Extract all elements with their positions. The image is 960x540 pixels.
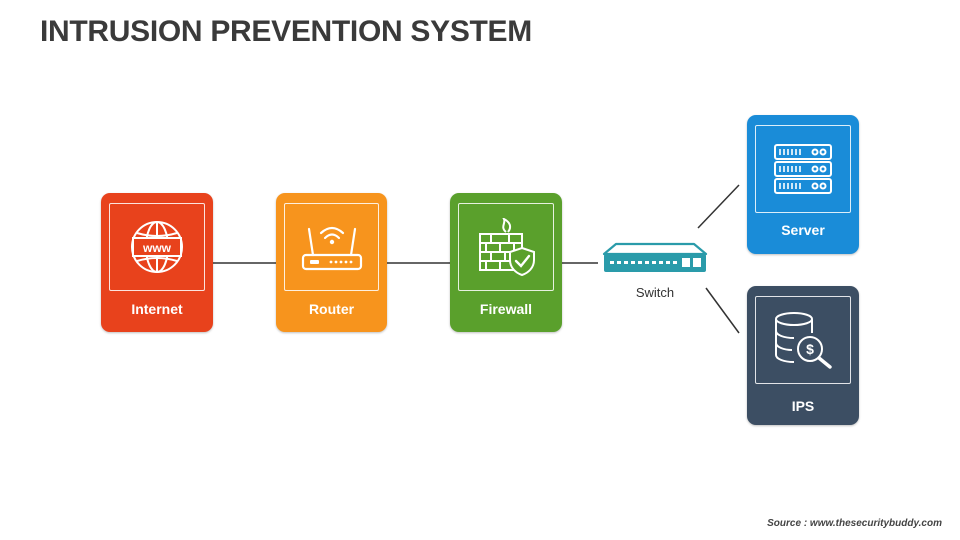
router-label: Router xyxy=(308,301,355,317)
ips-label: IPS xyxy=(791,398,815,414)
firewall-icon-frame xyxy=(458,203,554,291)
firewall-shield-icon xyxy=(479,218,535,276)
network-switch-icon xyxy=(602,242,708,272)
firewall-label: Firewall xyxy=(479,301,533,317)
svg-text:www: www xyxy=(142,241,172,255)
server-icon-frame xyxy=(755,125,851,213)
server-node: Server xyxy=(747,115,859,254)
internet-node: www Internet xyxy=(101,193,213,332)
internet-label: Internet xyxy=(131,301,183,317)
svg-text:$: $ xyxy=(806,341,814,357)
ips-icon-frame: $ xyxy=(755,296,851,384)
connector-switch-ips xyxy=(705,287,740,334)
connector-switch-server xyxy=(697,184,740,229)
wifi-router-icon xyxy=(301,226,362,271)
page-title: INTRUSION PREVENTION SYSTEM xyxy=(40,15,532,48)
source-credit: Source : www.thesecuritybuddy.com xyxy=(767,518,942,529)
router-node: Router xyxy=(276,193,387,332)
ips-node: $ IPS xyxy=(747,286,859,425)
router-icon-frame xyxy=(284,203,379,291)
firewall-node: Firewall xyxy=(450,193,562,332)
globe-www-icon: www xyxy=(131,221,183,273)
internet-icon-frame: www xyxy=(109,203,205,291)
database-search-icon: $ xyxy=(775,312,832,369)
server-rack-icon xyxy=(774,144,832,194)
server-label: Server xyxy=(781,222,825,238)
switch-label: Switch xyxy=(635,285,675,300)
